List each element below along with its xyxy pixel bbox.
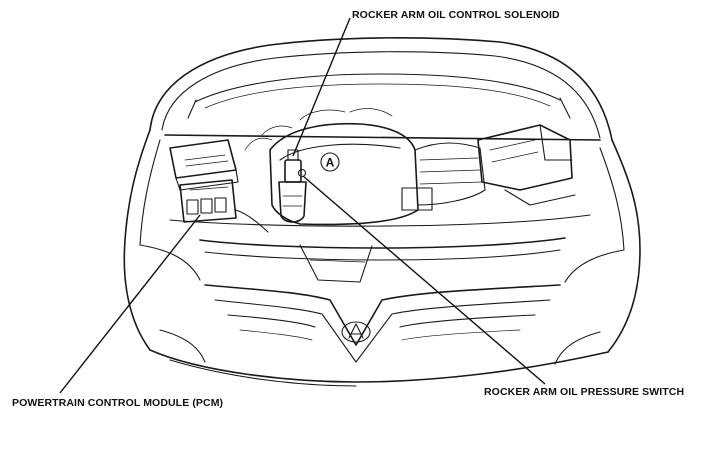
solenoid-assembly (278, 149, 307, 223)
solenoid-callout-label: ROCKER ARM OIL CONTROL SOLENOID (352, 9, 560, 21)
engine-badge-label: A (326, 156, 335, 170)
fuse-box (169, 139, 239, 191)
switch-leader (302, 175, 546, 385)
pcm-leader (59, 214, 201, 394)
switch-callout-label: ROCKER ARM OIL PRESSURE SWITCH (484, 386, 685, 398)
hood (149, 37, 613, 141)
car-body (123, 129, 641, 353)
front-bumper (149, 329, 609, 387)
radiator-support (199, 237, 566, 283)
pcm-module (179, 179, 269, 233)
solenoid-leader (292, 17, 351, 157)
grille (204, 284, 561, 363)
air-box (477, 124, 576, 206)
leader-lines (59, 17, 546, 394)
pcm-callout-label: POWERTRAIN CONTROL MODULE (PCM) (12, 397, 224, 409)
